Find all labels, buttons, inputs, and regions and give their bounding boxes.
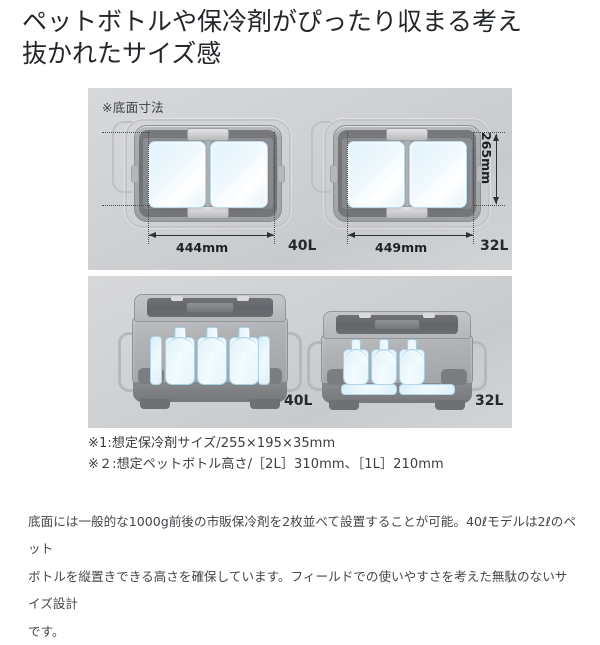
top-view-panel: ※底面寸法 444mm 40L: [88, 88, 512, 270]
side-lid-pin-right-40l: [237, 296, 249, 301]
bottle-neck-3-40l: [238, 327, 250, 341]
side-leg-right-32l: [435, 400, 465, 410]
side-lid-grip-40l: [186, 302, 234, 313]
bottle-neck-2-32l: [378, 339, 390, 353]
ice-pack-right-40l: [210, 141, 268, 208]
bottle-shoulder-2-32l: [372, 349, 396, 364]
side-lid-pin-right-32l: [422, 313, 435, 318]
dim-arrow-width-40l: [149, 232, 274, 238]
side-view-panel: 40L: [88, 276, 512, 428]
ice-pack-horizontal-left-32l: [341, 384, 397, 395]
ice-pack-left-32l: [347, 141, 405, 208]
cooler-divider-32l: [402, 141, 412, 206]
figure-note-2: ※２:想定ペットボトル高さ/［2L］310mm、［1L］210mm: [88, 457, 444, 473]
side-lid-grip-32l: [373, 319, 421, 330]
ice-pack-vertical-right-40l: [258, 336, 270, 385]
cooler-latch-bottom-32l: [386, 206, 428, 219]
page-title-line-2: 抜かれたサイズ感: [22, 39, 222, 68]
dim-guide-left-32l: [347, 132, 348, 244]
bottle-shoulder-3-40l: [230, 337, 258, 352]
panel-divider: [88, 270, 512, 276]
bottle-1l-2-32l: [371, 339, 397, 385]
capacity-label-top-40l: 40L: [288, 238, 317, 254]
handle-knob-right-40l: [277, 165, 285, 183]
bottle-1l-1-32l: [343, 339, 369, 385]
dim-label-width-40l: 444mm: [176, 240, 229, 255]
side-corner-right-32l: [441, 369, 467, 385]
page-title: ペットボトルや保冷剤がぴったり収まる考え 抜かれたサイズ感: [22, 6, 582, 70]
bottle-shoulder-2-40l: [198, 337, 226, 352]
dim-guide-top-32l: [473, 132, 505, 133]
dim-guide-top-40l: [102, 132, 150, 133]
bottle-1l-3-32l: [399, 339, 425, 385]
cooler-latch-top-32l: [386, 128, 428, 141]
handle-knob-left-32l: [330, 165, 338, 183]
handle-knob-right-32l: [476, 165, 484, 183]
capacity-label-top-32l: 32L: [480, 238, 509, 254]
bottle-neck-1-40l: [174, 327, 186, 341]
cooler-top-view-32l: [324, 119, 490, 228]
side-lid-pin-left-32l: [359, 313, 372, 318]
side-handle-right-32l: [467, 341, 487, 391]
body-copy: 底面には一般的な1000g前後の市販保冷剤を2枚並べて設置することが可能。40ℓ…: [28, 508, 576, 645]
body-copy-line-3: です。: [28, 623, 65, 639]
ice-pack-vertical-left-40l: [150, 336, 162, 385]
cooler-top-view-40l: [125, 119, 291, 228]
side-base-40l: [133, 382, 287, 402]
side-handle-left-32l: [307, 341, 327, 391]
cooler-side-view-32l: [307, 311, 487, 410]
ice-pack-right-32l: [409, 141, 467, 208]
cooler-side-view-40l: [118, 294, 302, 409]
body-copy-line-1: 底面には一般的な1000g前後の市販保冷剤を2枚並べて設置することが可能。40ℓ…: [28, 514, 576, 557]
dim-guide-right-40l: [274, 132, 275, 244]
bottle-2l-1-40l: [165, 327, 195, 385]
cooler-handle-arm-40l: [112, 121, 132, 193]
ice-pack-horizontal-right-32l: [399, 384, 455, 395]
cooler-handle-arm-32l: [311, 121, 331, 193]
capacity-label-side-40l: 40L: [284, 393, 313, 409]
capacity-label-side-32l: 32L: [475, 393, 504, 409]
bottle-2l-3-40l: [229, 327, 259, 385]
bottle-neck-1-32l: [350, 339, 362, 353]
side-handle-left-40l: [118, 332, 138, 392]
cooler-latch-bottom-40l: [187, 206, 229, 219]
page-title-line-1: ペットボトルや保冷剤がぴったり収まる考え: [22, 7, 523, 36]
cooler-latch-top-40l: [187, 128, 229, 141]
dim-guide-bottom-40l: [102, 205, 150, 206]
side-lid-32l: [323, 311, 471, 339]
bottle-2l-2-40l: [197, 327, 227, 385]
dim-guide-left-40l: [148, 132, 149, 244]
side-handle-right-40l: [282, 332, 302, 392]
bottle-neck-3-32l: [406, 339, 418, 353]
dim-guide-bottom-32l: [473, 205, 505, 206]
dim-guide-right-32l: [473, 132, 474, 244]
cooler-outer-shell-32l: [324, 119, 490, 228]
side-lid-pin-left-40l: [171, 296, 183, 301]
bottle-neck-2-40l: [206, 327, 218, 341]
figure-note-1: ※1:想定保冷剤サイズ/255×195×35mm: [88, 436, 336, 451]
panel-caption-bottom-dimensions: ※底面寸法: [102, 100, 164, 115]
cooler-divider-40l: [203, 141, 213, 206]
bottle-shoulder-1-32l: [344, 349, 368, 364]
side-leg-left-32l: [329, 400, 359, 410]
ice-pack-left-40l: [148, 141, 206, 208]
body-copy-line-2: ボトルを縦置きできる高さを確保しています。フィールドでの使いやすさを考えた無駄の…: [28, 568, 568, 612]
bottle-shoulder-1-40l: [166, 337, 194, 352]
bottle-shoulder-3-32l: [400, 349, 424, 364]
dim-arrow-width-32l: [348, 232, 473, 238]
cooler-outer-shell-40l: [125, 119, 291, 228]
side-lid-40l: [134, 294, 286, 322]
page-root: ペットボトルや保冷剤がぴったり収まる考え 抜かれたサイズ感 ※底面寸法: [22, 6, 582, 639]
dim-arrow-depth-32l: [493, 134, 499, 204]
side-leg-right-40l: [250, 399, 280, 409]
handle-knob-left-40l: [131, 165, 139, 183]
dim-label-width-32l: 449mm: [375, 240, 428, 255]
product-diagram-figure: ※底面寸法 444mm 40L: [88, 88, 512, 486]
dim-label-depth-32l: 265mm: [479, 132, 494, 185]
side-leg-left-40l: [140, 399, 170, 409]
figure-notes: ※1:想定保冷剤サイズ/255×195×35mm ※２:想定ペットボトル高さ/［…: [88, 433, 518, 475]
